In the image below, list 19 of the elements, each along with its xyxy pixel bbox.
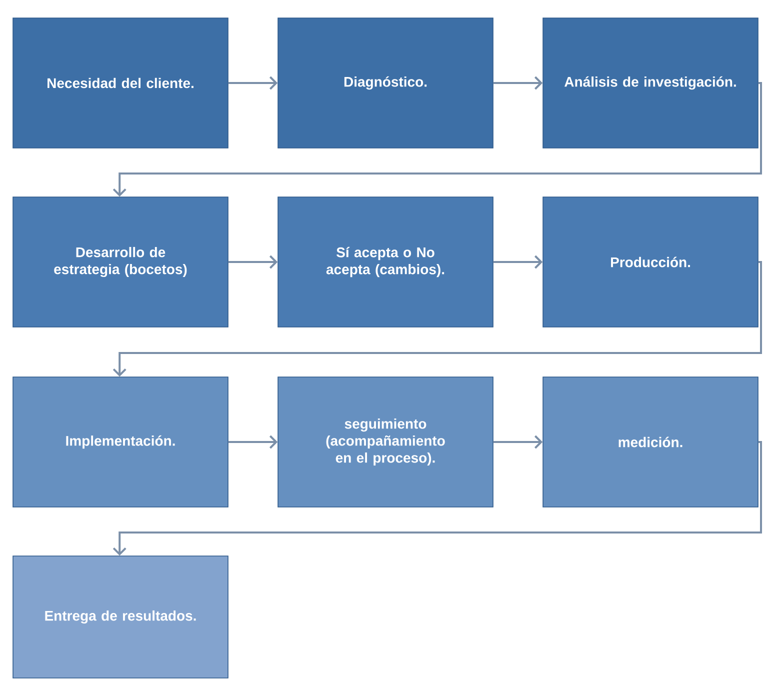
arrow	[228, 255, 278, 269]
arrow	[112, 82, 762, 197]
process-box: Análisis de investigación.	[542, 18, 758, 148]
arrow	[493, 76, 543, 90]
process-box: medición.	[542, 376, 758, 508]
arrow	[493, 435, 543, 449]
process-box: Implementación.	[12, 376, 228, 508]
process-box: Diagnóstico.	[278, 18, 494, 148]
arrow	[228, 435, 278, 449]
arrow	[228, 76, 278, 90]
arrow	[493, 255, 543, 269]
process-box: seguimiento (acompañamiento en el proceso).	[278, 376, 494, 508]
arrow	[112, 441, 762, 556]
arrow	[112, 261, 762, 377]
process-box: Desarrollo de estrategia (bocetos)	[12, 196, 228, 328]
process-box: Entrega de resultados.	[12, 556, 228, 678]
process-box: Sí acepta o No acepta (cambios).	[278, 196, 494, 328]
process-box: Necesidad del cliente.	[12, 18, 228, 148]
process-box: Producción.	[542, 196, 758, 328]
